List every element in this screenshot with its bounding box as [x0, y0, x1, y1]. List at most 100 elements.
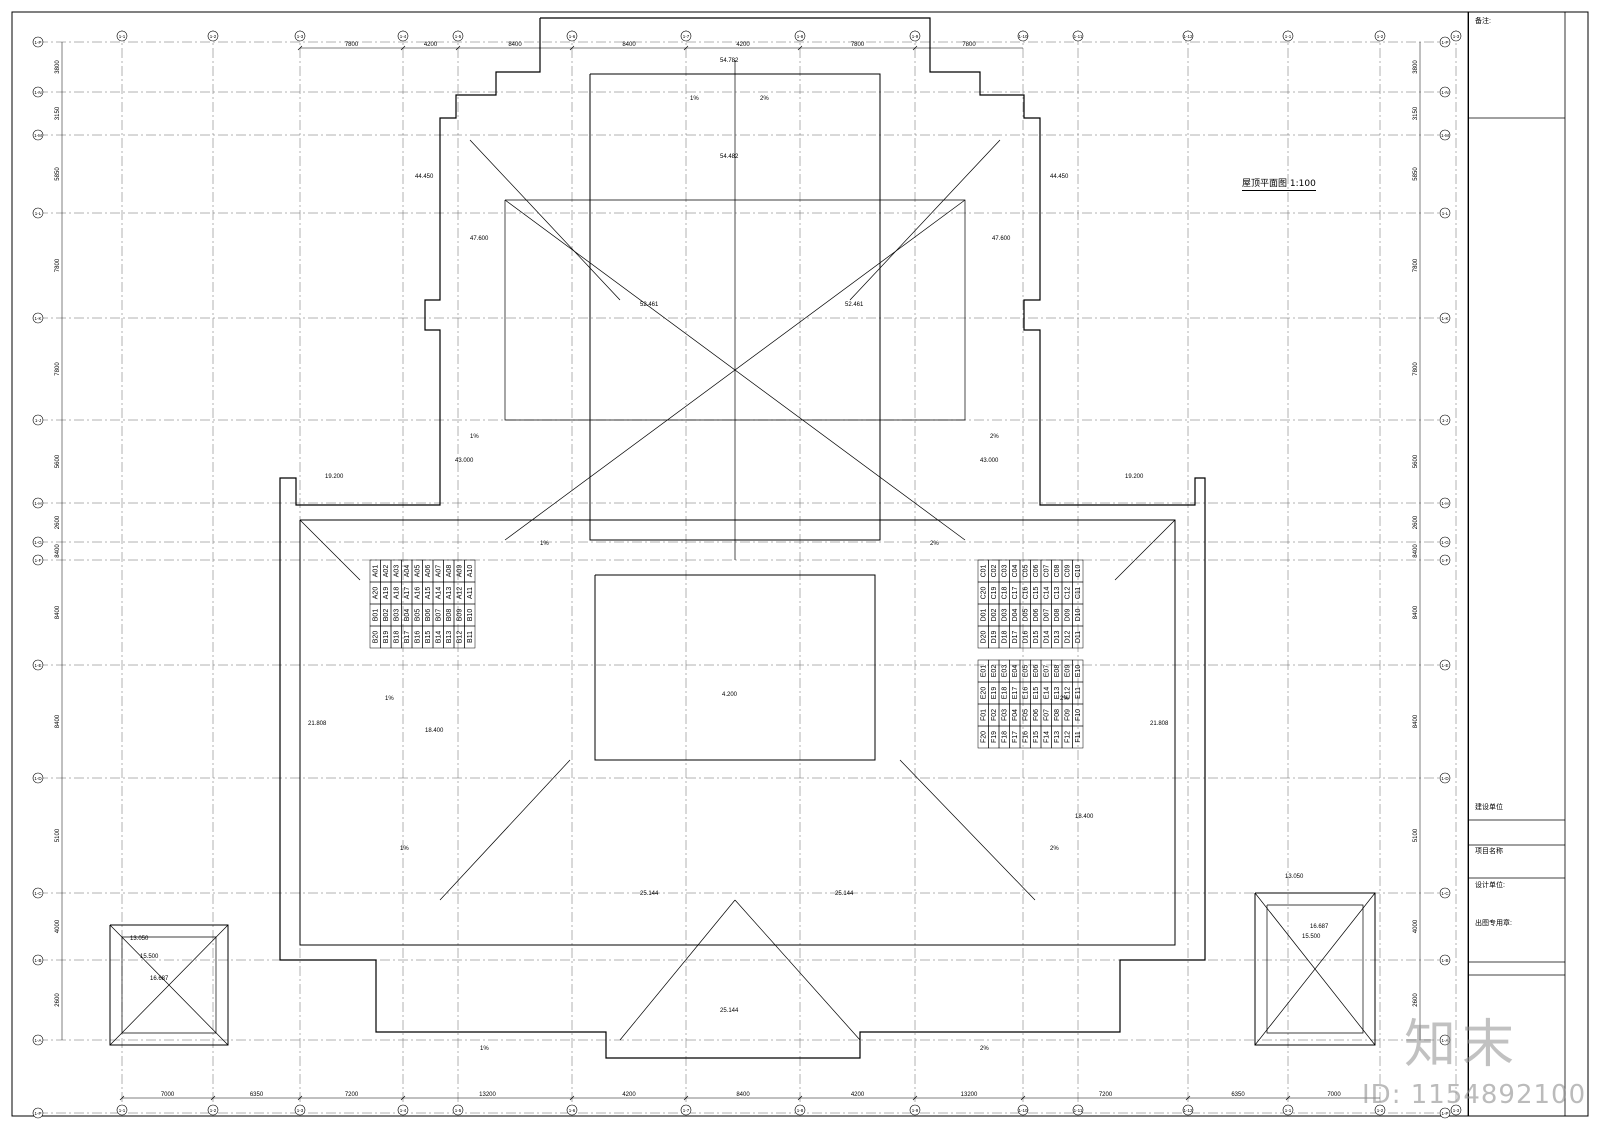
room-table-e-label: E09	[1064, 665, 1071, 678]
dimension-tick	[797, 45, 803, 51]
axis-bubble	[1072, 30, 1084, 42]
room-table-e-label: E10	[1075, 665, 1082, 678]
room-table-d-label: D03	[1001, 608, 1008, 621]
axis-bubble	[794, 1104, 806, 1116]
dimension-label: 5600	[1413, 454, 1419, 468]
axis-label: 1-N	[34, 90, 41, 95]
room-table-e-label: E13	[1054, 687, 1061, 700]
ridge-line	[734, 899, 861, 1041]
dimension-label: 8400	[1413, 544, 1419, 558]
slope-label: 1%	[385, 696, 394, 702]
axis-bubble	[452, 30, 464, 42]
axis-label: 1-4	[400, 34, 407, 39]
axis-label: 1-P	[1441, 1111, 1448, 1116]
room-table-b-label: B13	[446, 631, 453, 644]
axis-label: 1-1	[1285, 1108, 1292, 1113]
dimension-tick	[569, 45, 575, 51]
dimension-tick	[297, 45, 303, 51]
design-unit-label: 设计单位:	[1475, 882, 1505, 889]
room-table-b-label: B01	[372, 609, 379, 622]
elevation-label: 43.000	[980, 458, 999, 464]
room-table-a-label: A13	[446, 587, 453, 600]
axis-label: 1-P	[34, 1111, 41, 1116]
ridge-line	[899, 759, 1036, 901]
elevation-label: 18.400	[1075, 814, 1094, 820]
axis-label: 1-P	[1441, 40, 1448, 45]
dimension-tick	[912, 1095, 918, 1101]
room-table-b-label: B19	[383, 631, 390, 644]
room-table-e-label: E01	[980, 665, 987, 678]
room-table-e-label: E04	[1012, 665, 1019, 678]
elevation-label: 19.200	[325, 474, 344, 480]
room-table-a-label: A14	[435, 587, 442, 600]
dimension-label: 3800	[55, 60, 61, 74]
axis-bubble	[566, 1104, 578, 1116]
room-table-c-label: C04	[1012, 564, 1019, 577]
room-table-f-label: F04	[1012, 709, 1019, 721]
axis-label: 1-5	[455, 1108, 462, 1113]
dimension-label: 3150	[55, 106, 61, 120]
room-table-d-label: D05	[1022, 608, 1029, 621]
room-table-e-label: E05	[1022, 665, 1029, 678]
room-table-a-label: A04	[404, 565, 411, 578]
axis-bubble	[1439, 1034, 1451, 1046]
room-table-f-label: F16	[1022, 731, 1029, 743]
elevation-label: 47.600	[470, 236, 489, 242]
axis-bubble	[1439, 554, 1451, 566]
axis-label: 1-C	[34, 891, 42, 896]
room-table-b-label: B06	[425, 609, 432, 622]
dimension-label: 4200	[622, 1092, 636, 1098]
room-table-c-label: C18	[1001, 586, 1008, 599]
elevation-label: 15.500	[1302, 934, 1321, 940]
room-table-b-label: B09	[456, 609, 463, 622]
room-table-c-label: C11	[1075, 587, 1082, 599]
axis-bubble	[1017, 1104, 1029, 1116]
room-table-f-label: F12	[1064, 731, 1071, 743]
slope-label: 1%	[470, 434, 479, 440]
dimension-label: 8400	[736, 1092, 750, 1098]
axis-bubble	[32, 554, 44, 566]
axis-bubble	[32, 887, 44, 899]
room-table-d-label: D06	[1033, 608, 1040, 621]
axis-label: 1-L	[1442, 211, 1449, 216]
dimension-tick	[1185, 1095, 1191, 1101]
dimension-label: 5850	[55, 167, 61, 181]
axis-bubble	[294, 1104, 306, 1116]
axis-bubble	[294, 30, 306, 42]
dimension-tick	[400, 1095, 406, 1101]
axis-bubble	[1072, 1104, 1084, 1116]
dimension-label: 5100	[55, 828, 61, 842]
dimension-label: 7800	[55, 362, 61, 376]
axis-label: 1-H	[1441, 501, 1448, 506]
room-table-a-label: A19	[383, 587, 390, 600]
dimension-label: 7800	[962, 42, 976, 48]
room-table-c-label: C20	[980, 586, 987, 599]
axis-label: 1-8	[797, 1108, 804, 1113]
dimension-label: 4200	[424, 42, 438, 48]
dimension-label: 4000	[55, 919, 61, 933]
axis-label: 1-10	[1018, 34, 1028, 39]
dimension-label: 2600	[1413, 993, 1419, 1007]
slope-label: 2%	[930, 541, 939, 547]
room-table-c-label: C03	[1001, 564, 1008, 577]
dimension-tick	[683, 1095, 689, 1101]
axis-label: 1-H	[34, 501, 41, 506]
axis-bubble	[1182, 1104, 1194, 1116]
axis-label: 1-2	[210, 34, 217, 39]
room-table-a-label: A11	[467, 587, 474, 599]
elevation-label: 16.687	[1310, 924, 1329, 930]
axis-bubble	[680, 1104, 692, 1116]
room-table-b-label: B03	[393, 609, 400, 622]
axis-label: 1-3	[1453, 1108, 1460, 1113]
elevation-label: 13.050	[1285, 874, 1304, 880]
dimension-label: 5600	[55, 454, 61, 468]
axis-bubble	[1439, 129, 1451, 141]
dimension-label: 7800	[345, 42, 359, 48]
room-table-a-label: A16	[414, 587, 421, 600]
axis-bubble	[1439, 207, 1451, 219]
room-table-d-label: D17	[1012, 630, 1019, 643]
room-table-c-label: C12	[1064, 586, 1071, 599]
dimension-tick	[1285, 1095, 1291, 1101]
axis-bubble	[32, 497, 44, 509]
axis-bubble	[680, 30, 692, 42]
